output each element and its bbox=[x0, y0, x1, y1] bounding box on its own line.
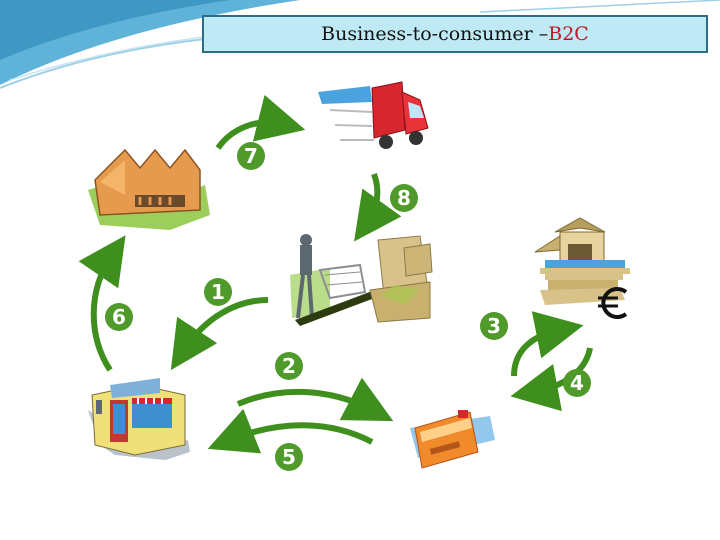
step-label-4: 4 bbox=[570, 371, 584, 395]
step-label-8: 8 bbox=[397, 186, 411, 210]
shop-icon bbox=[88, 378, 190, 460]
factory-icon bbox=[88, 148, 210, 230]
arrow-7 bbox=[215, 94, 306, 150]
delivery-truck-icon bbox=[318, 81, 429, 149]
step-badge-6: 6 bbox=[105, 303, 133, 331]
warehouse-worker-cart-icon bbox=[290, 234, 433, 326]
payment-card-icon bbox=[410, 410, 495, 469]
step-label-3: 3 bbox=[487, 314, 501, 338]
step-badge-3: 3 bbox=[480, 312, 508, 340]
bank-icon bbox=[534, 217, 630, 305]
step-label-5: 5 bbox=[282, 445, 296, 469]
title-accent: B2C bbox=[548, 23, 589, 45]
arrow-3 bbox=[511, 311, 584, 377]
step-badge-2: 2 bbox=[275, 352, 303, 380]
arrow-8 bbox=[354, 172, 402, 242]
arrow-1 bbox=[170, 297, 269, 371]
step-badge-7: 7 bbox=[237, 142, 265, 170]
arrow-6 bbox=[78, 235, 126, 372]
euro-icon bbox=[598, 287, 628, 319]
arrow-2 bbox=[236, 377, 394, 422]
step-label-1: 1 bbox=[211, 280, 225, 304]
step-badge-8: 8 bbox=[390, 184, 418, 212]
step-label-2: 2 bbox=[282, 354, 296, 378]
step-label-6: 6 bbox=[112, 305, 126, 329]
step-badge-1: 1 bbox=[204, 278, 232, 306]
step-badge-5: 5 bbox=[275, 443, 303, 471]
title-bar: Business-to-consumer – B2C bbox=[202, 15, 708, 53]
step-badge-4: 4 bbox=[563, 369, 591, 397]
arrow-5 bbox=[207, 408, 374, 454]
title-text: Business-to-consumer – bbox=[321, 23, 549, 45]
step-label-7: 7 bbox=[244, 144, 258, 168]
